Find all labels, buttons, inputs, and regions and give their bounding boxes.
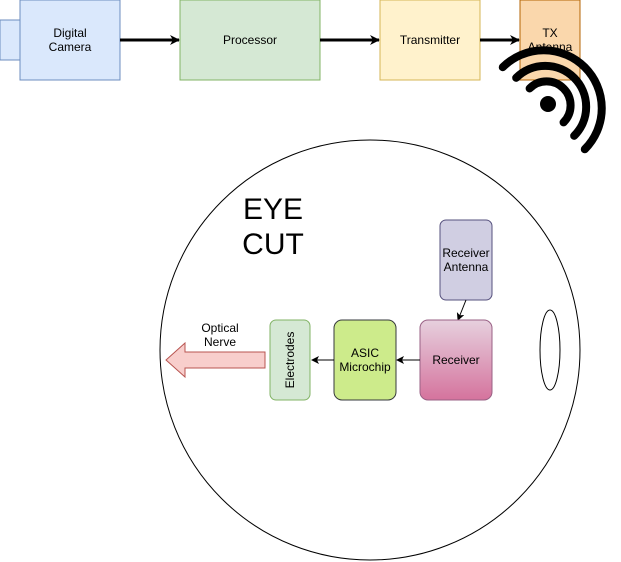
- receiver-antenna-label-line2: Antenna: [444, 260, 489, 274]
- tx-antenna-label-line1: TX: [542, 26, 557, 40]
- processor-label: Processor: [223, 33, 277, 47]
- asic-microchip-node: ASIC Microchip: [333, 319, 397, 401]
- eye-cut-title-line1: EYE: [243, 193, 303, 226]
- receiver-antenna-label-line1: Receiver: [442, 246, 489, 260]
- transmitter-label: Transmitter: [400, 33, 460, 47]
- optical-nerve-label-line2: Nerve: [204, 335, 236, 349]
- asic-label-line1: ASIC: [351, 346, 379, 360]
- camera-lens-icon: [0, 19, 21, 61]
- receiver-node: Receiver: [419, 319, 493, 401]
- optical-nerve-label-line1: Optical: [201, 321, 238, 335]
- digital-camera-node: Digital Camera: [0, 0, 121, 81]
- wifi-signal-icon: [498, 46, 606, 154]
- receiver-label: Receiver: [432, 353, 479, 367]
- processor-node: Processor: [179, 0, 321, 81]
- antenna-to-receiver-arrow: [456, 299, 467, 321]
- digital-camera-label-line2: Camera: [49, 40, 92, 54]
- eye-cut-title-line2: CUT: [242, 228, 304, 261]
- receiver-antenna-node: Receiver Antenna: [439, 219, 493, 301]
- electrodes-node: Electrodes: [269, 319, 311, 401]
- eye-lens: [539, 309, 561, 391]
- transmitter-node: Transmitter: [379, 0, 481, 81]
- electrodes-label: Electrodes: [283, 332, 297, 389]
- asic-label-line2: Microchip: [339, 360, 391, 374]
- digital-camera-label-line1: Digital: [53, 26, 86, 40]
- optical-nerve-arrow: [165, 341, 266, 379]
